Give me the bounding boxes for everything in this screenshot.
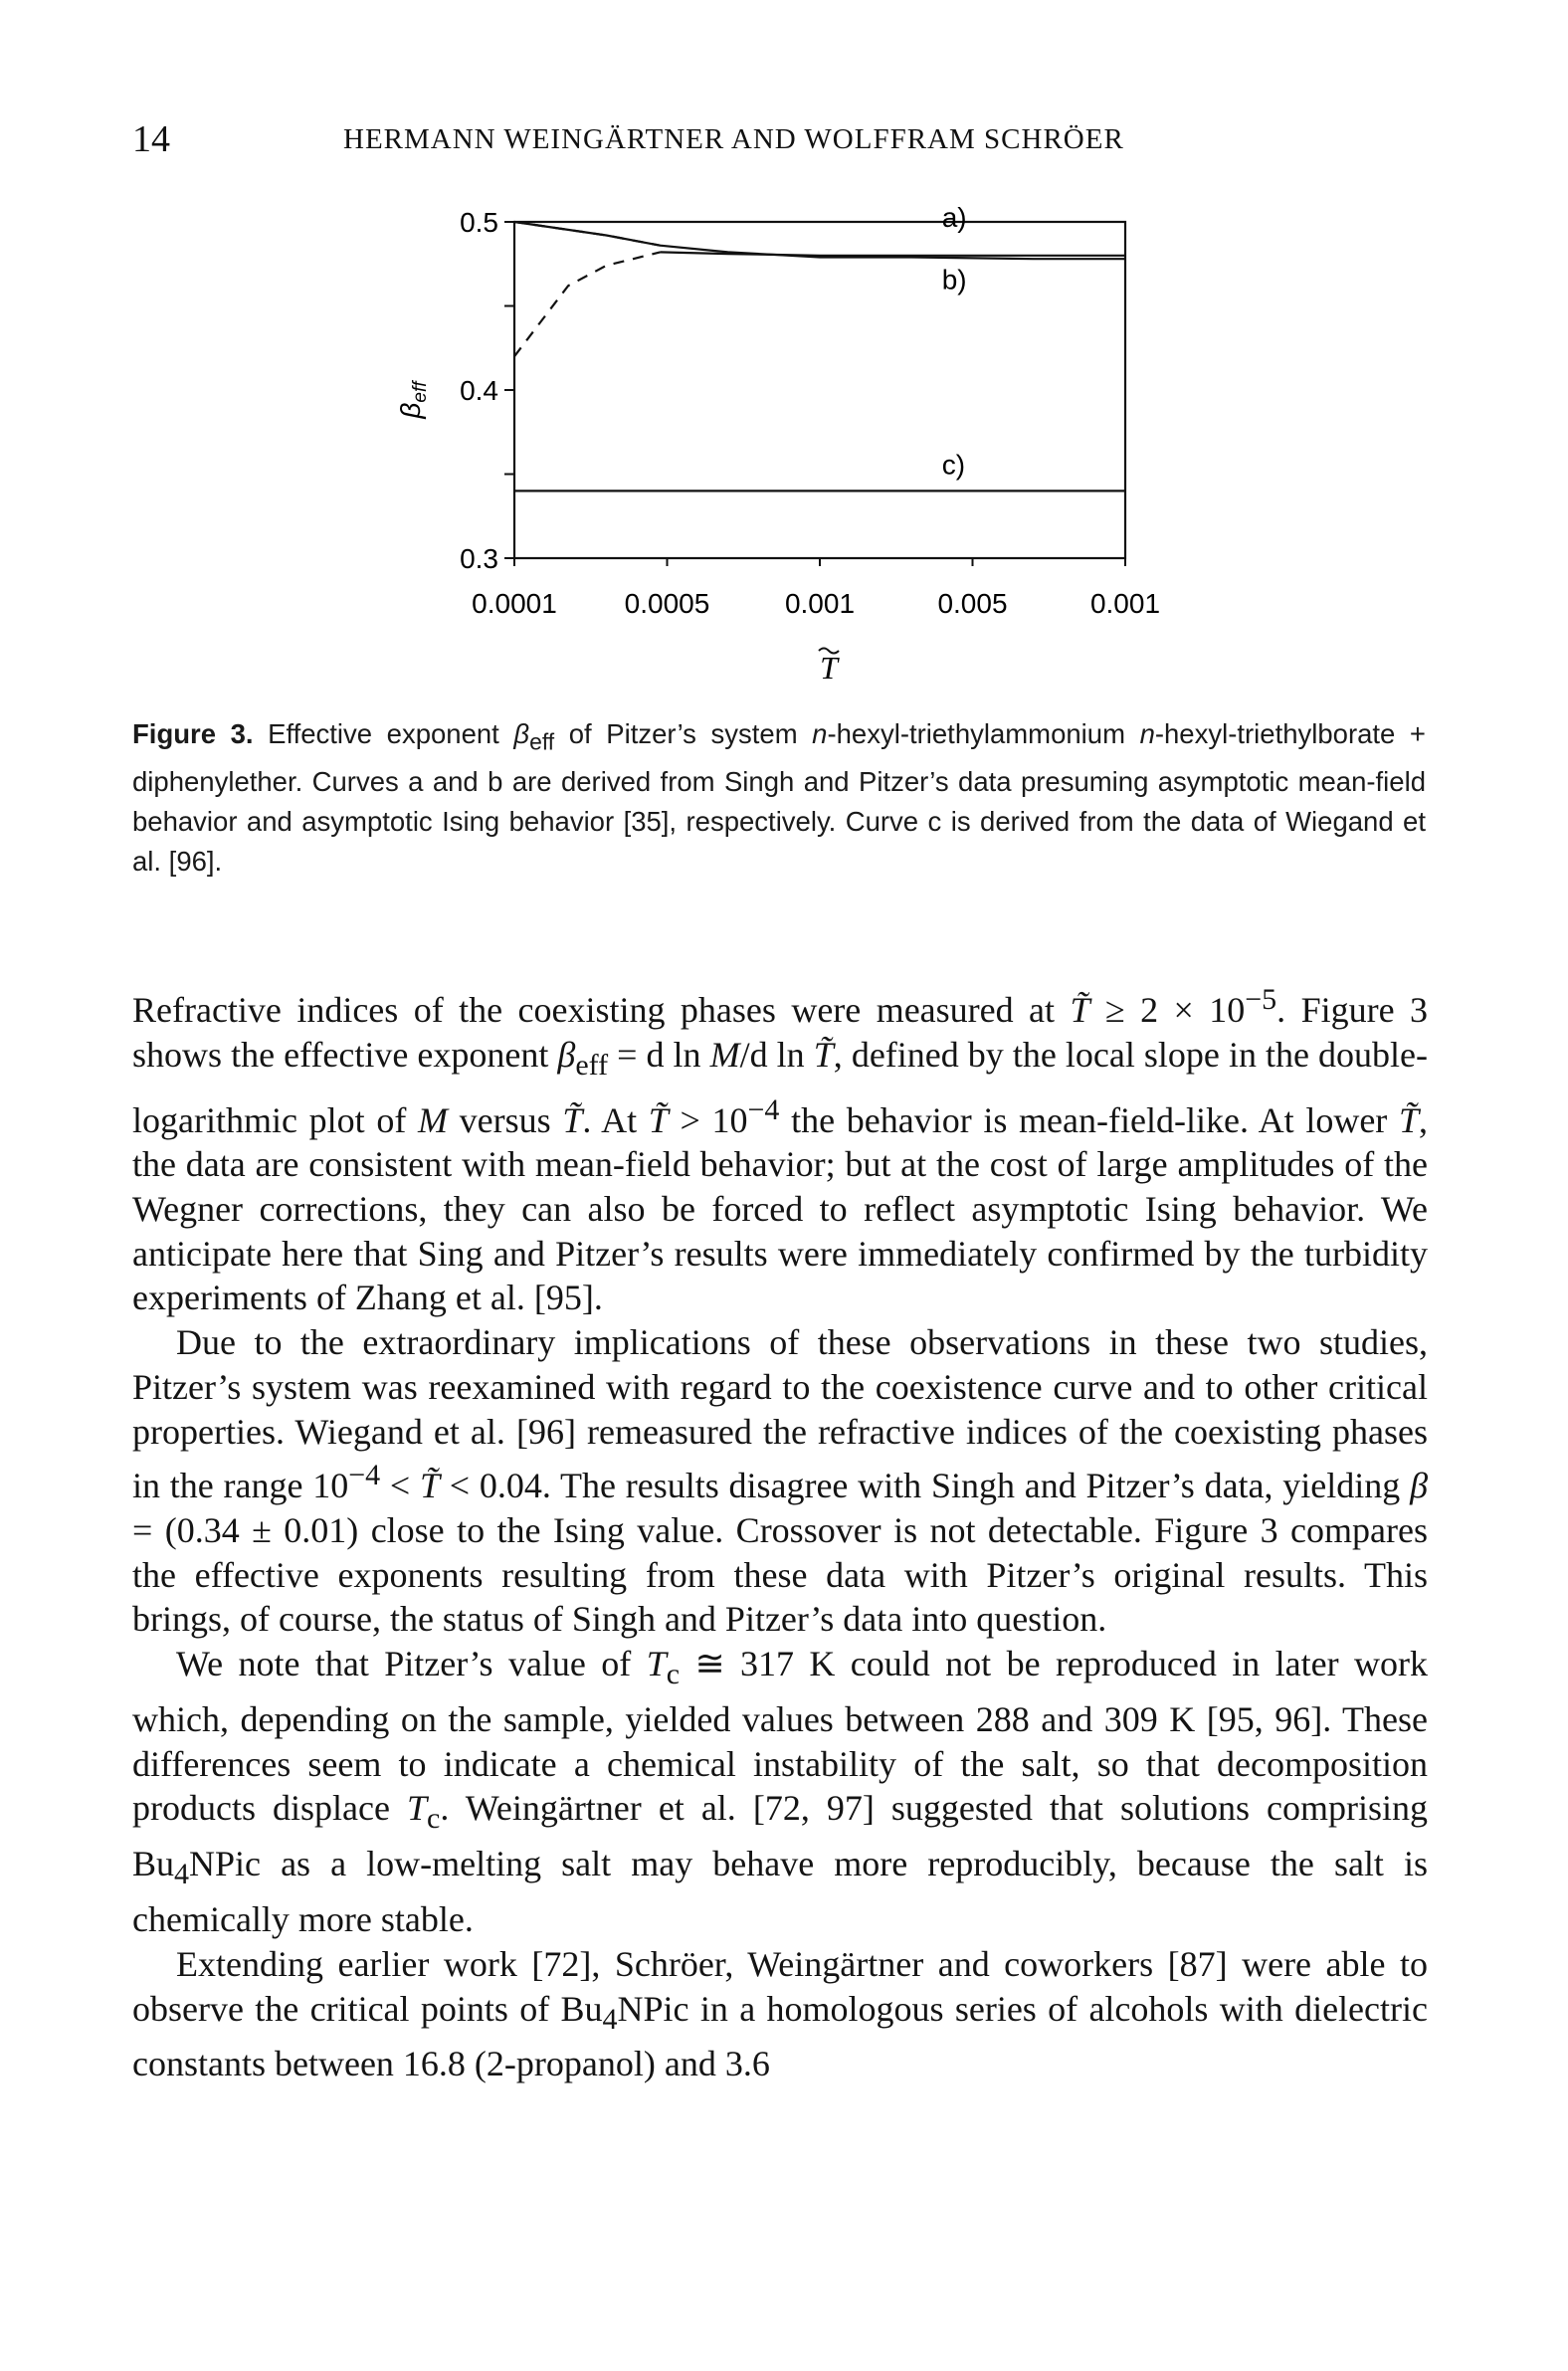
curve-labels: a) b) c) <box>942 202 967 480</box>
series-line <box>513 220 1125 261</box>
curve-label: c) <box>942 450 965 481</box>
x-tick-label: 0.001 <box>1090 588 1160 619</box>
page-number: 14 <box>132 118 170 160</box>
x-tick-label: 0.005 <box>937 588 1007 619</box>
y-axis-ticks: 0.3 0.4 0.5 <box>460 207 514 574</box>
y-tick-label: 0.5 <box>460 207 498 238</box>
figure-label: Figure 3. <box>132 718 254 749</box>
series-line <box>513 220 661 247</box>
curve-label: a) <box>942 202 967 233</box>
plot-curves <box>513 220 1125 493</box>
y-tick-label: 0.4 <box>460 375 498 406</box>
paragraph: Refractive indices of the coexisting pha… <box>132 983 1428 1318</box>
curve-label: b) <box>942 265 967 296</box>
x-axis-label: T <box>818 647 840 686</box>
x-tick-label: 0.0005 <box>625 588 710 619</box>
series-line <box>660 251 1125 257</box>
y-tick-label: 0.3 <box>460 543 498 574</box>
figure-caption: Figure 3. Effective exponent βeff of Pit… <box>132 718 1426 877</box>
figure-3-chart: 0.3 0.4 0.5 0.0001 0.0005 0.001 0.005 0.001 a)… <box>395 202 1160 686</box>
x-axis-ticks: 0.0001 0.0005 0.001 0.005 0.001 <box>472 558 1160 619</box>
plot-frame <box>512 220 1127 560</box>
paragraph: Extending earlier work [72], Schröer, We… <box>132 1943 1428 2084</box>
y-axis-label: βeff <box>395 380 431 420</box>
x-tick-label: 0.0001 <box>472 588 557 619</box>
svg-text:T: T <box>820 650 840 686</box>
paragraph: Due to the extraordinary implications of… <box>132 1322 1428 1640</box>
paragraph: We note that Pitzer’s value of Tc ≅ 317 … <box>132 1644 1428 1940</box>
page-header: 14 HERMANN WEINGÄRTNER AND WOLFFRAM SCHR… <box>132 117 1426 167</box>
running-head: HERMANN WEINGÄRTNER AND WOLFFRAM SCHRÖER <box>343 123 1124 155</box>
series-line <box>513 251 661 357</box>
x-tick-label: 0.001 <box>785 588 855 619</box>
body-text: Refractive indices of the coexisting pha… <box>132 978 1428 2086</box>
